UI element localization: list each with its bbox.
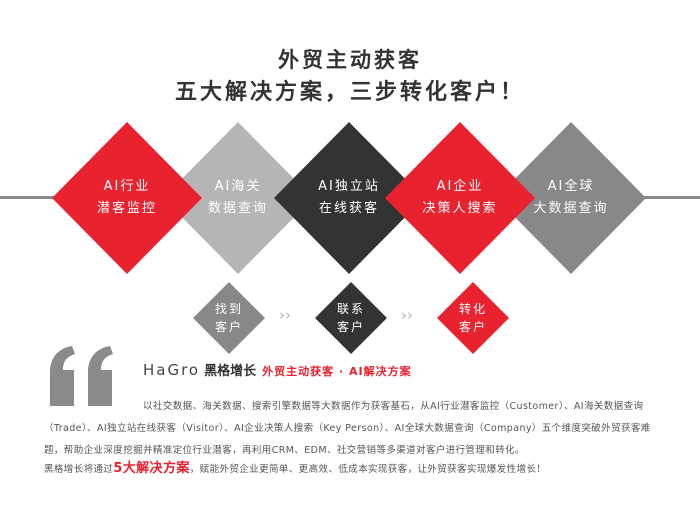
- step-label-line2: 客户: [458, 320, 487, 334]
- step-label-line1: 联系: [336, 302, 365, 316]
- connector-line-right: [640, 196, 700, 199]
- step-arrow-icon: ››: [279, 306, 291, 324]
- step-label-line1: 转化: [458, 302, 487, 316]
- solution-label-line2: 潜客监控: [96, 201, 157, 216]
- solution-label-line1: AI全球: [547, 179, 595, 194]
- brand-name-en: HaGro: [143, 361, 201, 379]
- summary-highlight: 5大解决方案: [113, 461, 190, 476]
- page-title: 外贸主动获客: [278, 48, 422, 72]
- summary-paragraph: 黑格增长将通过5大解决方案，赋能外贸企业更简单、更高效、低成本实现获客，让外贸获…: [44, 458, 664, 481]
- step-label-line2: 客户: [214, 320, 243, 334]
- step-arrow-icon: ››: [401, 306, 413, 324]
- summary-text: ，赋能外贸企业更简单、更高效、低成本实现获客，让外贸获客实现爆发性增长！: [189, 464, 547, 475]
- solution-label-line1: AI海关: [214, 179, 262, 194]
- step-contact-customer: 联系 客户: [315, 282, 387, 354]
- body-paragraph: 以社交数据、海关数据、搜索引擎数据等大数据作为获客基石，从AI行业潜客监控（Cu…: [44, 401, 651, 456]
- step-find-customer: 找到 客户: [193, 282, 265, 354]
- brand-name-cn: 黑格增长: [204, 364, 257, 379]
- solution-decision-maker-search: AI企业 决策人搜索: [385, 122, 535, 274]
- page-subtitle: 五大解决方案，三步转化客户！: [174, 80, 525, 105]
- connector-line-left: [0, 196, 60, 199]
- solution-label-line2: 数据查询: [207, 201, 268, 216]
- step-label-line2: 客户: [336, 320, 365, 334]
- solution-industry-monitor: AI行业 潜客监控: [52, 122, 202, 274]
- solution-label-line2: 大数据查询: [533, 201, 609, 216]
- step-convert-customer: 转化 客户: [437, 282, 509, 354]
- solution-label-line2: 在线获客: [318, 201, 379, 216]
- solution-label-line1: AI行业: [103, 179, 151, 194]
- solution-label-line2: 决策人搜索: [422, 201, 498, 216]
- brand-tagline: 外贸主动获客 · AI解决方案: [262, 365, 412, 378]
- quote-icon: [50, 346, 113, 406]
- solution-label-line1: AI企业: [436, 179, 484, 194]
- solution-label-line1: AI独立站: [318, 179, 380, 194]
- step-label-line1: 找到: [214, 302, 243, 316]
- summary-text: 黑格增长将通过: [44, 464, 114, 475]
